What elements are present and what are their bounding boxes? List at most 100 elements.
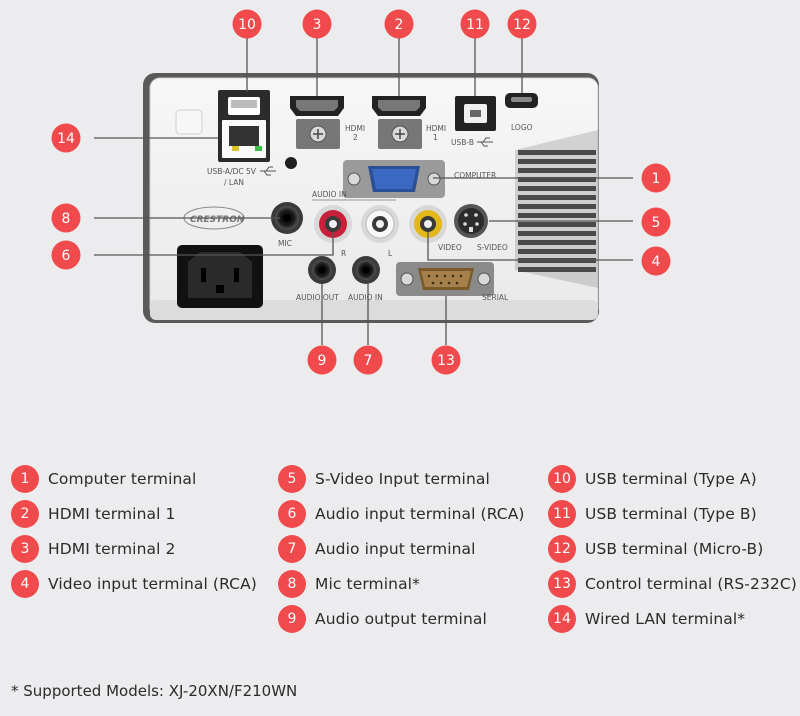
callout-badge-8 [51,203,81,233]
callout-badge-2 [384,9,414,39]
audio-in-label: AUDIO IN [348,293,383,302]
legend-label: Audio input terminal [315,540,476,558]
vent-slot [518,168,596,173]
callout-number-13: 13 [437,353,455,369]
vent-slot [518,222,596,227]
callout-number-11: 11 [466,17,484,33]
audio-in-group-label: AUDIO IN [312,190,347,199]
legend-label: HDMI terminal 2 [48,540,176,558]
legend-label: Audio input terminal (RCA) [315,505,525,523]
vent-slot [518,213,596,218]
usb-b-label: USB-B [451,138,474,147]
audio-in-l-jack[interactable] [361,205,399,243]
legend-label: HDMI terminal 1 [48,505,176,523]
callout-leaders [94,38,633,345]
legend-badge: 5 [278,465,306,493]
legend-badge: 1 [11,465,39,493]
callout-badge-1 [641,163,671,193]
audio-in-r-jack[interactable] [314,205,352,243]
footnote: * Supported Models: XJ-20XN/F210WN [11,682,298,700]
callout-badge-14 [51,123,81,153]
legend-label: Control terminal (RS-232C) [585,575,797,593]
callout-badge-6 [51,240,81,270]
callout-badge-4 [641,246,671,276]
svg-text:CRESTRON: CRESTRON [190,215,245,225]
audio-in-mini-jack[interactable] [352,256,380,284]
legend-badge: 7 [278,535,306,563]
hdmi-1-label-1: HDMI [426,124,446,133]
legend-badge: 10 [548,465,576,493]
vent-slot [518,240,596,245]
callout-badge-11 [460,9,490,39]
legend-badge: 13 [548,570,576,598]
serial-port[interactable] [396,262,494,296]
s-video-label: S-VIDEO [477,243,508,252]
vent-slot [518,150,596,155]
callout-number-3: 3 [313,17,322,33]
callout-number-14: 14 [57,131,75,147]
video-jack[interactable] [409,205,447,243]
callout-number-7: 7 [364,353,373,369]
vent-slot [518,195,596,200]
legend-item-3: 3 HDMI terminal 2 [11,534,176,564]
callout-number-5: 5 [652,215,661,231]
legend-badge: 12 [548,535,576,563]
mic-label: MIC [278,239,292,248]
callout-badge-3 [302,9,332,39]
l-label: L [388,249,393,258]
audio-out-label: AUDIO OUT [296,293,339,302]
legend-label: Video input terminal (RCA) [48,575,257,593]
usb-symbol-icon [260,166,276,176]
callout-badge-12 [507,9,537,39]
callout-number-6: 6 [62,248,71,264]
usb-b-port[interactable] [455,96,496,131]
vent-slot [518,267,596,272]
legend-badge: 9 [278,605,306,633]
power-inlet[interactable] [177,245,263,308]
reset-button[interactable] [175,109,203,135]
logo-label: LOGO [511,123,533,132]
legend-badge: 4 [11,570,39,598]
vent-slot [518,177,596,182]
computer-vga-port[interactable] [343,160,445,198]
mic-jack[interactable] [271,202,303,234]
callout-badge-7 [353,345,383,375]
usb-a-lan-port[interactable] [218,90,270,162]
projector-diagram: USB-A/DC 5V / LAN HDMI 2 HDMI 1 USB-B [51,9,671,375]
legend-item-4: 4 Video input terminal (RCA) [11,569,257,599]
hdmi-1-label-2: 1 [433,133,438,142]
vent-slot [518,186,596,191]
legend-badge: 14 [548,605,576,633]
legend-label: Audio output terminal [315,610,487,628]
usb-b-symbol-icon [477,137,493,147]
audio-out-jack[interactable] [308,256,336,284]
hdmi-2-label-2: 2 [353,133,358,142]
legend-label: S-Video Input terminal [315,470,490,488]
hdmi-1-port[interactable] [372,96,426,149]
callout-number-2: 2 [395,17,404,33]
callout-badge-5 [641,207,671,237]
hdmi-2-port[interactable] [290,96,344,149]
callout-number-1: 1 [652,171,661,187]
callout-number-10: 10 [238,17,256,33]
legend-label: USB terminal (Micro-B) [585,540,764,558]
legend-item-13: 13 Control terminal (RS-232C) [548,569,797,599]
callout-badge-13 [431,345,461,375]
video-label: VIDEO [438,243,462,252]
legend-item-7: 7 Audio input terminal [278,534,476,564]
legend-badge: 11 [548,500,576,528]
callout-number-9: 9 [318,353,327,369]
usb-a-lan-label-2: / LAN [224,178,244,187]
legend-item-9: 9 Audio output terminal [278,604,487,634]
cooling-vent [515,130,598,288]
s-video-port[interactable] [454,204,488,238]
usb-micro-b-port[interactable] [505,93,538,108]
legend-badge: 3 [11,535,39,563]
